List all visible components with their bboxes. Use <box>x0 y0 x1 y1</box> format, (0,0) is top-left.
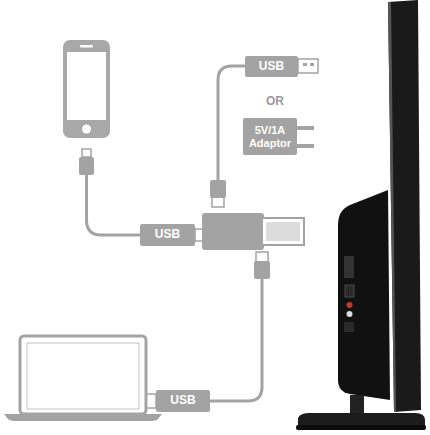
power-adaptor: 5V/1A Adaptor <box>243 118 297 155</box>
laptop <box>4 336 162 421</box>
node-text: USB <box>259 60 284 74</box>
node-text: USB <box>155 228 180 242</box>
usb-plug: USB <box>245 56 298 77</box>
adaptor-prongs <box>297 126 314 148</box>
power-cable <box>210 59 318 207</box>
usb-plug: USB <box>156 390 210 412</box>
node-text: 5V/1A Adaptor <box>246 124 294 149</box>
laptop-cable <box>138 252 270 408</box>
hdmi-dongle <box>202 213 304 250</box>
smartphone <box>63 40 110 138</box>
usb-plug: USB <box>140 224 195 246</box>
television <box>296 0 426 430</box>
separator-text: OR <box>266 94 284 108</box>
node-text: USB <box>170 394 195 408</box>
